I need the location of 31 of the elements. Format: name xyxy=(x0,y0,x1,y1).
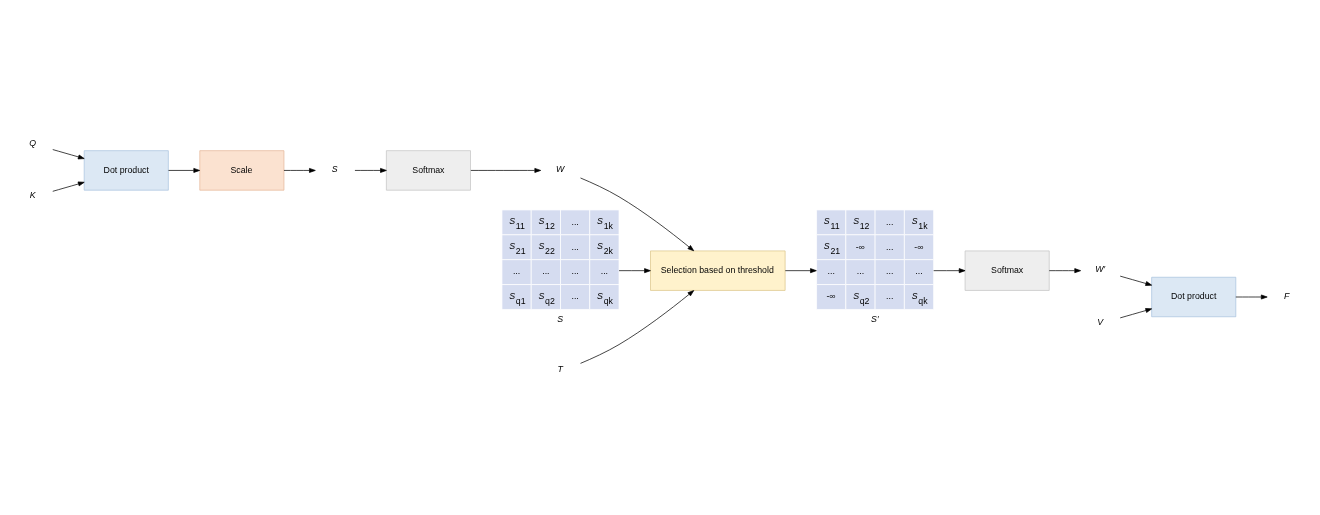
node-box: Softmax xyxy=(964,250,1050,291)
arrow xyxy=(52,181,85,192)
arrow xyxy=(354,168,387,173)
node-text: S xyxy=(331,163,338,174)
arrow xyxy=(580,290,695,364)
arrow xyxy=(933,268,966,274)
arrow xyxy=(470,168,542,173)
arrow xyxy=(1235,294,1268,300)
node-text: V xyxy=(1097,316,1104,327)
node-label: S′ xyxy=(871,313,879,324)
node-box: Selection based on threshold xyxy=(650,250,786,291)
node-box: Dot product xyxy=(1151,276,1237,318)
arrow xyxy=(618,268,651,274)
arrow xyxy=(1119,275,1153,286)
arrow xyxy=(1119,308,1153,319)
node-text: F xyxy=(1284,290,1290,301)
arrow xyxy=(168,168,200,173)
node-box: Dot product xyxy=(83,150,169,191)
arrow xyxy=(52,149,85,160)
arrow xyxy=(283,168,316,173)
node-text: W′ xyxy=(1095,264,1106,275)
node-text: Q xyxy=(29,137,37,148)
node-box: Softmax xyxy=(386,150,471,191)
arrow xyxy=(784,268,817,274)
arrow xyxy=(1048,268,1081,274)
node-box: Scale xyxy=(199,150,285,191)
node-text: T xyxy=(557,364,563,375)
node-label: S xyxy=(557,313,564,324)
node-text: K xyxy=(29,190,36,201)
node-text: W xyxy=(556,163,565,174)
arrow xyxy=(580,177,695,252)
